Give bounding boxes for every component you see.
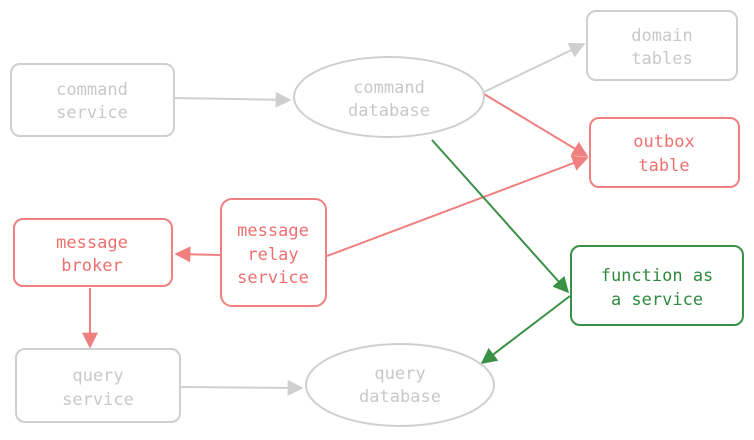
edge-command-database-to-outbox-table	[483, 93, 589, 157]
edge-function-service-to-query-database	[480, 295, 571, 364]
node-function-as-a-service: function as a service	[570, 245, 744, 326]
domain-tables-label-line1: domain	[631, 26, 692, 46]
query-service-label-line1: query	[72, 366, 123, 386]
outbox-table-label-line2: table	[638, 156, 689, 176]
node-domain-tables: domain tables	[586, 10, 738, 81]
message-relay-label-line2: relay	[247, 245, 298, 265]
message-broker-label-line1: message	[56, 233, 128, 253]
function-service-label-line2: a service	[611, 290, 703, 310]
command-service-label-line2: service	[56, 103, 128, 123]
node-message-relay-service: message relay service	[220, 198, 327, 307]
node-query-database: query database	[305, 343, 495, 427]
command-service-label-line1: command	[56, 80, 128, 100]
message-broker-label-line2: broker	[61, 256, 122, 276]
edge-command-database-to-function-service	[431, 139, 570, 294]
function-service-label-line1: function as	[601, 266, 714, 286]
edge-command-service-to-command-database	[174, 91, 292, 108]
edge-command-database-to-domain-tables	[483, 43, 586, 93]
query-database-label-line1: query	[374, 364, 425, 384]
outbox-table-label-line1: outbox	[633, 132, 694, 152]
node-query-service: query service	[15, 348, 181, 423]
node-command-service: command service	[10, 63, 175, 137]
message-relay-label-line3: service	[237, 268, 309, 288]
node-message-broker: message broker	[13, 218, 173, 287]
command-database-label-line2: database	[348, 101, 430, 121]
query-service-label-line2: service	[62, 390, 134, 410]
edge-message-relay-to-message-broker	[174, 246, 222, 263]
message-relay-label-line1: message	[237, 221, 309, 241]
command-database-label-line1: command	[353, 78, 425, 98]
edge-query-service-to-query-database	[180, 379, 304, 396]
node-outbox-table: outbox table	[589, 117, 740, 188]
edge-message-relay-to-outbox-table	[326, 155, 589, 257]
query-database-label-line2: database	[359, 387, 441, 407]
domain-tables-label-line2: tables	[631, 49, 692, 69]
node-command-database: command database	[293, 56, 485, 138]
